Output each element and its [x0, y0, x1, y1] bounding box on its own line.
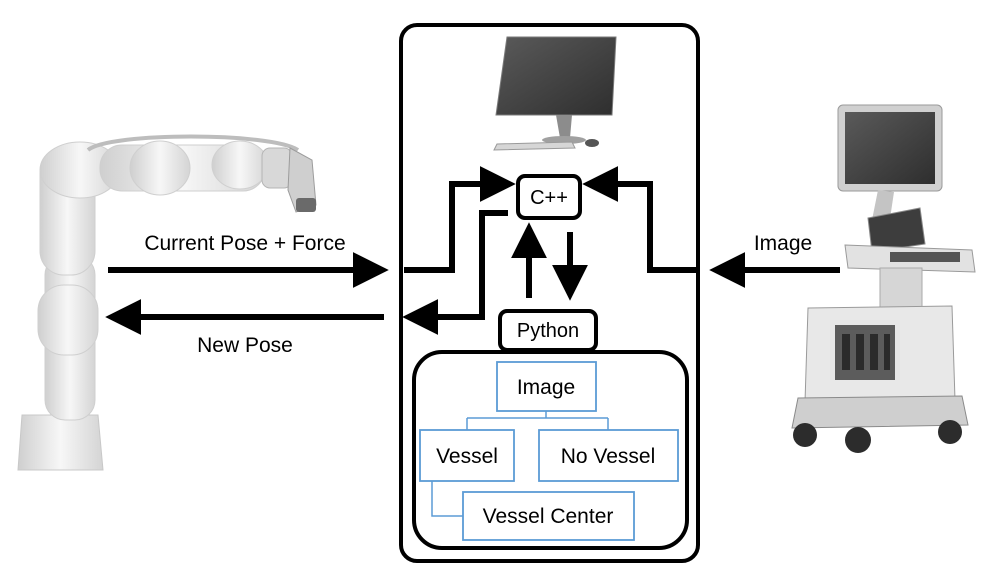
tree-node-vessel-center: Vessel Center — [462, 491, 635, 541]
cpp-label: C++ — [530, 187, 568, 209]
tree-node-vessel-label: Vessel — [436, 445, 498, 468]
tree-node-vessel: Vessel — [419, 429, 515, 482]
current-pose-force-label: Current Pose + Force — [144, 232, 345, 255]
desktop-computer-icon — [493, 36, 617, 151]
pose-to-cpp-arrow — [404, 166, 516, 273]
tree-connectors — [431, 411, 609, 517]
image-input-label: Image — [754, 232, 812, 255]
tree-node-no-vessel-label: No Vessel — [561, 445, 656, 468]
tree-node-image-label: Image — [517, 376, 575, 399]
cpp-to-pose-arrow — [402, 210, 508, 335]
tree-node-image: Image — [496, 361, 597, 412]
image-to-cpp-arrow — [582, 166, 697, 273]
tree-node-vessel-center-label: Vessel Center — [483, 505, 614, 528]
ultrasound-machine-icon — [791, 104, 976, 453]
tree-node-no-vessel: No Vessel — [538, 429, 679, 482]
python-label: Python — [517, 320, 579, 342]
cpp-node: C++ — [516, 174, 582, 220]
new-pose-label: New Pose — [197, 334, 293, 357]
python-node: Python — [498, 309, 598, 352]
robot-arm-icon — [17, 134, 317, 471]
